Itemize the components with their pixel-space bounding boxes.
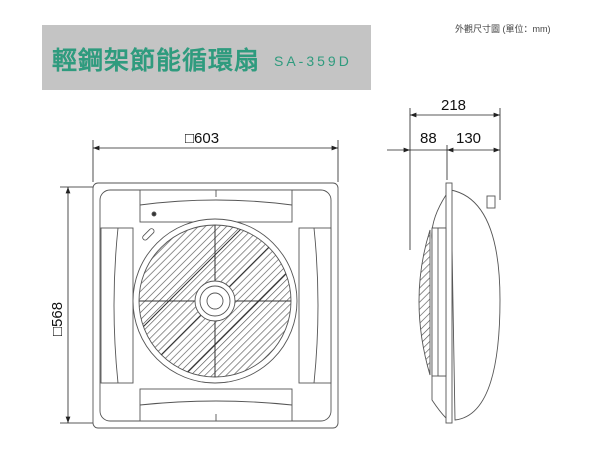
product-title: 輕鋼架節能循環扇 xyxy=(52,46,261,75)
fan-front-view xyxy=(92,182,339,429)
depth-front-label: 88 xyxy=(420,130,437,147)
depth-total-label: 218 xyxy=(441,97,466,114)
height-label: □568 xyxy=(49,302,66,336)
width-dimension xyxy=(92,140,339,182)
title-banner: 輕鋼架節能循環扇 SA-359D xyxy=(42,25,371,90)
depth-back-label: 130 xyxy=(456,130,481,147)
unit-note: 外觀尺寸圖 (單位：mm) xyxy=(455,24,551,34)
depth-dimensions xyxy=(387,108,501,250)
width-label: □603 xyxy=(185,130,219,147)
fan-side-view xyxy=(418,182,501,424)
model-number: SA-359D xyxy=(274,53,352,69)
